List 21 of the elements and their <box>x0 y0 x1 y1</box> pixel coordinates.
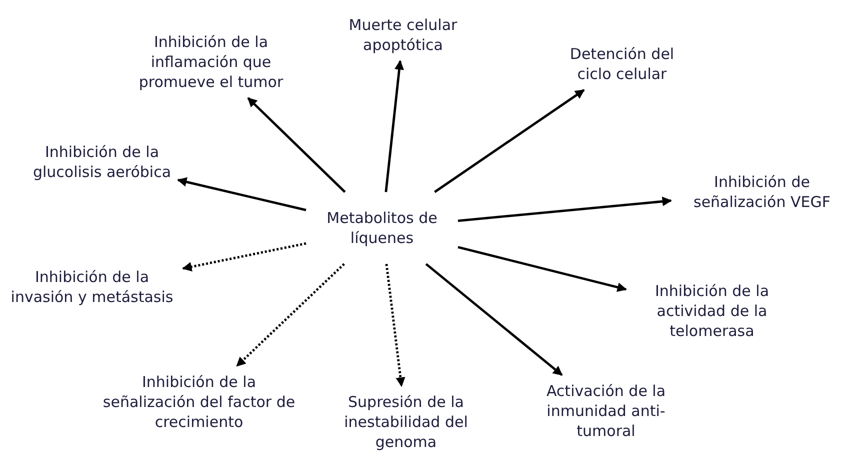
node-label: Detención del ciclo celular <box>568 44 676 84</box>
node-label: Inhibición de la señalización del factor de crecimiento <box>102 372 296 432</box>
node-label: Activación de la inmunidad anti-tumoral <box>545 381 667 441</box>
arrow <box>236 263 345 367</box>
node-label: Metabolitos de líquenes <box>326 208 438 248</box>
arrow <box>458 196 672 222</box>
arrow <box>434 89 585 193</box>
node-label: Inhibición de la glucolisis aeróbica <box>32 142 172 182</box>
arrow <box>182 242 306 272</box>
arrow <box>247 97 346 193</box>
node-label: Inhibición de señalización VEGF <box>692 172 832 212</box>
node-label: Inhibición de la invasión y metástasis <box>10 267 174 307</box>
arrow <box>385 264 406 387</box>
arrow <box>177 177 306 212</box>
node-label: Supresión de la inestabilidad del genoma <box>343 392 469 452</box>
node-label: Inhibición de la actividad de la telomerasa <box>654 281 770 341</box>
node-label: Inhibición de la inflamación que promueve el tumor <box>138 32 284 92</box>
arrow <box>384 60 404 192</box>
arrow <box>425 263 563 376</box>
node-label: Muerte celular apoptótica <box>348 15 458 55</box>
arrow <box>458 246 627 292</box>
